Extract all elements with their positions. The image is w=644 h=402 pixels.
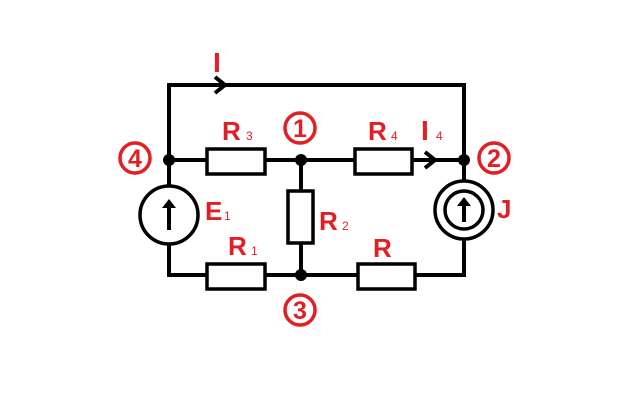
node-label-1: 1 [283,111,317,145]
svg-text:3: 3 [246,129,253,143]
label-current-i: I [213,47,221,78]
label-e1: E 1 [205,196,231,226]
current-arrow-i4 [423,150,439,170]
top-wire [167,83,466,160]
svg-text:1: 1 [293,115,307,143]
label-r: R [373,233,392,263]
label-j: J [497,194,511,224]
bottom-wire [167,239,466,277]
label-r4: R 4 [368,116,398,146]
voltage-source-e1 [138,184,200,246]
node-label-2: 2 [477,141,511,175]
svg-text:2: 2 [342,219,349,233]
resistor-r2 [286,189,315,245]
svg-text:R: R [222,116,241,146]
resistor-r3 [205,147,267,176]
svg-text:R: R [319,206,338,236]
svg-text:4: 4 [128,145,142,173]
svg-text:R: R [228,231,247,261]
svg-text:I: I [421,115,429,146]
current-source-j [433,179,495,241]
svg-text:E: E [205,196,222,226]
node-label-4: 4 [118,141,152,175]
node-label-3: 3 [283,293,317,327]
svg-text:4: 4 [436,129,443,143]
svg-text:3: 3 [293,297,307,325]
label-r3: R 3 [222,116,253,146]
current-arrow-i [213,75,229,95]
resistor-r4 [353,147,414,176]
label-r1: R 1 [228,231,258,261]
wires [167,83,466,277]
svg-text:R: R [368,116,387,146]
label-current-i4: I 4 [421,115,443,146]
svg-text:2: 2 [487,145,501,173]
svg-text:1: 1 [224,209,231,223]
resistor-r [356,262,417,291]
label-r2: R 2 [319,206,349,236]
svg-text:1: 1 [251,244,258,258]
svg-text:4: 4 [391,129,398,143]
junction-dots [163,154,470,281]
resistor-r1 [205,262,267,291]
